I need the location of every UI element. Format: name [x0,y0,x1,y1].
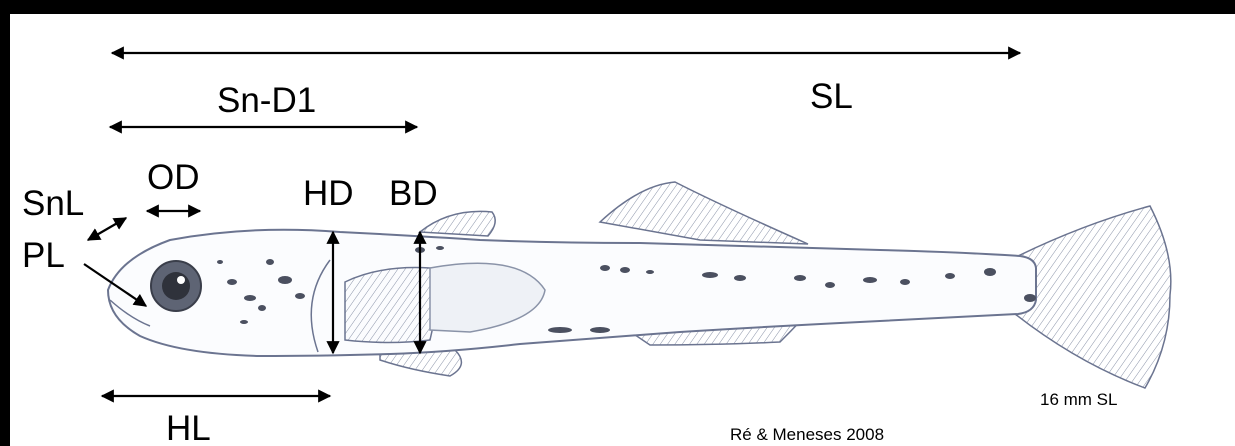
fish-eye [151,261,201,311]
snl-arrow [88,218,126,240]
pl-label: PL [22,236,65,275]
fish-illustration [108,182,1171,388]
sl-label: SL [810,77,853,116]
credit-text: Ré & Meneses 2008 [730,425,884,444]
od-label: OD [147,158,200,197]
fish-body [108,230,1036,356]
hl-label: HL [166,409,211,446]
hd-label: HD [303,174,354,213]
size-note: 16 mm SL [1040,390,1117,409]
second-dorsal-fin [600,182,808,244]
snl-label: SnL [22,184,84,223]
sn-d1-label: Sn-D1 [217,81,316,120]
first-dorsal-fin [420,211,495,236]
bd-label: BD [389,174,438,213]
pectoral-fin [345,268,435,343]
